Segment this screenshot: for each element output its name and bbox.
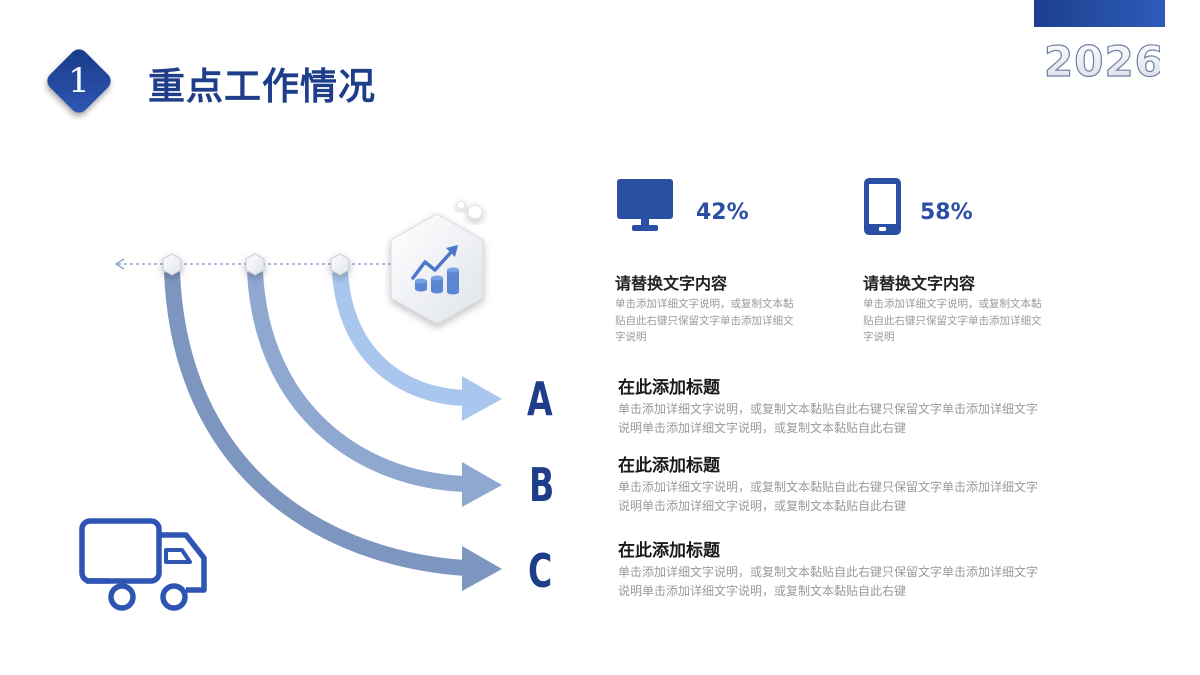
node-hexagon-1: [162, 253, 182, 276]
letter-b: B: [529, 458, 555, 512]
item-description-b: 单击添加详细文字说明，或复制文本黏贴自此右键只保留文字单击添加详细文字说明单击添…: [618, 480, 1039, 513]
stat-description-1: 单击添加详细文字说明，或复制文本黏贴自此右键只保留文字单击添加详细文字说明: [615, 298, 794, 343]
item-title-b: 在此添加标题: [618, 456, 720, 476]
bubble-decoration: [467, 204, 483, 220]
arrow-to-c: [164, 271, 502, 591]
letter-c: C: [528, 544, 553, 598]
item-description-a: 单击添加详细文字说明，或复制文本黏贴自此右键只保留文字单击添加详细文字说明单击添…: [618, 402, 1039, 435]
arrow-to-a: [332, 271, 502, 421]
node-hexagon-2: [245, 253, 265, 276]
top-accent-bar: [1034, 0, 1165, 27]
stat-title-1: 请替换文字内容: [615, 274, 728, 293]
section-number: 1: [68, 61, 90, 101]
stat-value-1: 42%: [696, 200, 749, 225]
stat-value-2: 58%: [920, 200, 973, 225]
bubble-decoration: [456, 200, 466, 210]
stat-description-2: 单击添加详细文字说明，或复制文本黏贴自此右键只保留文字单击添加详细文字说明: [863, 298, 1042, 343]
truck-icon: [79, 518, 207, 611]
arrow-to-b: [247, 271, 502, 507]
item-description-c: 单击添加详细文字说明，或复制文本黏贴自此右键只保留文字单击添加详细文字说明单击添…: [618, 565, 1039, 598]
growth-chart-icon: [411, 245, 459, 295]
page-title: 重点工作情况: [148, 65, 376, 108]
year-text: 2026: [1044, 37, 1160, 86]
item-title-c: 在此添加标题: [618, 541, 720, 561]
year-watermark: 2026: [1043, 36, 1160, 86]
section-badge: [47, 49, 111, 113]
letter-a: A: [527, 372, 553, 426]
item-title-a: 在此添加标题: [618, 378, 720, 398]
monitor-icon: [617, 179, 673, 231]
tablet-icon: [864, 178, 901, 235]
stat-title-2: 请替换文字内容: [863, 274, 976, 293]
node-hexagon-3: [330, 253, 350, 276]
